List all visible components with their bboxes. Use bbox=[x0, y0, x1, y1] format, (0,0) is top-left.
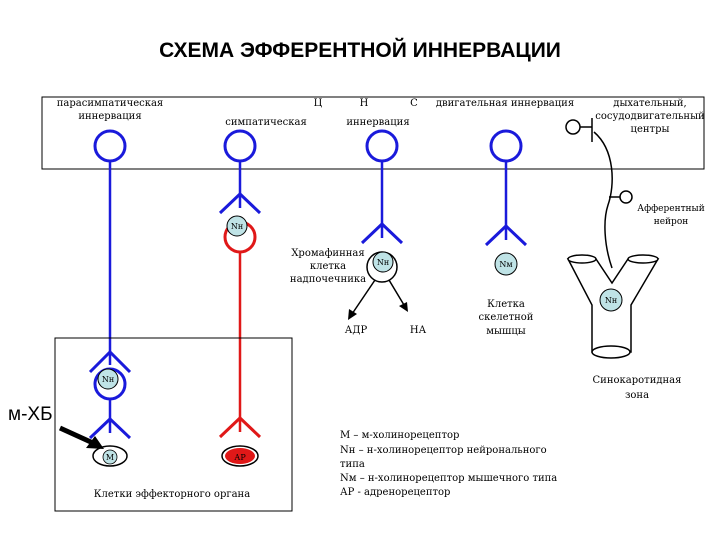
m-cholinoblocker-label: м-ХБ bbox=[8, 404, 53, 425]
adrenal-terminal bbox=[360, 221, 404, 245]
cns-letter-s: С bbox=[410, 98, 418, 109]
parasympathetic-postganglionic-terminal bbox=[88, 416, 132, 440]
sympathetic-label: симпатическая bbox=[225, 117, 307, 128]
parasympathetic-neuron-body bbox=[93, 129, 127, 163]
legend-line-nn: Nн – н-холинорецептор нейронального bbox=[340, 445, 547, 456]
m-receptor-label: М bbox=[106, 453, 114, 462]
na-release-arrow bbox=[388, 279, 405, 306]
carotid-common-opening bbox=[591, 345, 631, 359]
effector-organ-box bbox=[54, 337, 293, 512]
centers-label-line2: сосудодвигательный bbox=[595, 111, 705, 122]
afferent-neuron-body bbox=[619, 190, 633, 204]
skeletal-label-line1: Клетка bbox=[487, 299, 525, 310]
sinocarotid-label-line1: Синокаротидная bbox=[593, 375, 682, 386]
effector-organ-label: Клетки эффекторного органа bbox=[94, 489, 250, 500]
chromaffin-label-line3: надпочечника bbox=[290, 274, 366, 285]
adr-arrowhead bbox=[348, 309, 357, 320]
carotid-branch-right-opening bbox=[627, 254, 659, 264]
chromaffin-label-line2: клетка bbox=[310, 261, 346, 272]
legend-line-m: М – м-холинорецептор bbox=[340, 430, 459, 441]
cns-box bbox=[41, 96, 705, 170]
sinocarotid-label-line2: зона bbox=[625, 390, 649, 401]
nn-receptor-sympathetic-ganglion bbox=[226, 215, 248, 237]
motor-neuron-body bbox=[489, 129, 523, 163]
ar-receptor bbox=[225, 448, 255, 464]
nn-receptor-chromaffin bbox=[372, 251, 394, 273]
cns-letter-c: Ц bbox=[314, 98, 323, 109]
na-label: НА bbox=[410, 325, 427, 336]
m-receptor bbox=[102, 449, 118, 465]
m-cholinoblocker-arrow-shaft bbox=[58, 425, 95, 446]
sympathetic-neuron-body bbox=[223, 129, 257, 163]
afferent-pathway bbox=[565, 118, 633, 269]
parasympathetic-label-line1: парасимпатическая bbox=[57, 98, 164, 109]
legend-line-nm: Nм – н-холинорецептор мышечного типа bbox=[340, 473, 557, 484]
cns-letter-n: Н bbox=[360, 98, 369, 109]
innervation-label: иннервация bbox=[346, 117, 409, 128]
adr-label: АДР bbox=[345, 325, 368, 336]
motor-terminal bbox=[484, 223, 528, 247]
parasympathetic-pathway bbox=[88, 129, 132, 374]
carotid-branch-left-opening bbox=[567, 254, 597, 264]
nn-receptor-label-sinocarotid: Nн bbox=[605, 296, 617, 305]
chromaffin-label-line1: Хромафинная bbox=[291, 248, 364, 259]
sympathetic-postganglionic-terminal bbox=[218, 415, 262, 439]
skeletal-label-line3: мышцы bbox=[486, 326, 525, 337]
nm-receptor-skeletal bbox=[494, 252, 518, 276]
sympathetic-pathway bbox=[218, 129, 262, 439]
afferent-label-line1: Афферентный bbox=[637, 204, 704, 214]
nn-receptor-parasympathetic-ganglion bbox=[97, 368, 119, 390]
motor-pathway bbox=[484, 129, 528, 247]
m-cholinoblocker-arrowhead bbox=[86, 436, 104, 449]
legend-line-ar: АР - адренорецептор bbox=[340, 487, 450, 498]
centers-label-line1: дыхательный, bbox=[613, 98, 686, 109]
na-arrowhead bbox=[399, 302, 408, 312]
sympathetic-preganglionic-terminal bbox=[218, 191, 262, 215]
parasympathetic-terminal bbox=[88, 349, 132, 374]
parasympathetic-label-line2: иннервация bbox=[78, 111, 141, 122]
afferent-label-line2: нейрон bbox=[654, 217, 689, 227]
nn-receptor-label-ganglion: Nн bbox=[231, 222, 243, 231]
ar-receptor-label: АР bbox=[234, 453, 246, 462]
adrenal-pathway bbox=[348, 129, 408, 320]
nn-receptor-sinocarotid bbox=[599, 288, 623, 312]
skeletal-label-line2: скелетной bbox=[479, 312, 534, 323]
legend-line-nn-cont: типа bbox=[340, 459, 365, 470]
diagram-title: СХЕМА ЭФФЕРЕНТНОЙ ИННЕРВАЦИИ bbox=[159, 38, 561, 62]
centers-label-line3: центры bbox=[631, 124, 670, 135]
motor-innervation-label: двигательная иннервация bbox=[436, 98, 574, 109]
center-neuron-body bbox=[565, 119, 581, 135]
adr-release-arrow bbox=[351, 279, 376, 315]
afferent-axon bbox=[593, 131, 613, 269]
nn-receptor-label-parasympathetic: Nн bbox=[102, 375, 114, 384]
nn-receptor-label-chromaffin: Nн bbox=[377, 258, 389, 267]
nm-receptor-label-skeletal: Nм bbox=[499, 260, 512, 269]
adrenal-neuron-body bbox=[365, 129, 399, 163]
